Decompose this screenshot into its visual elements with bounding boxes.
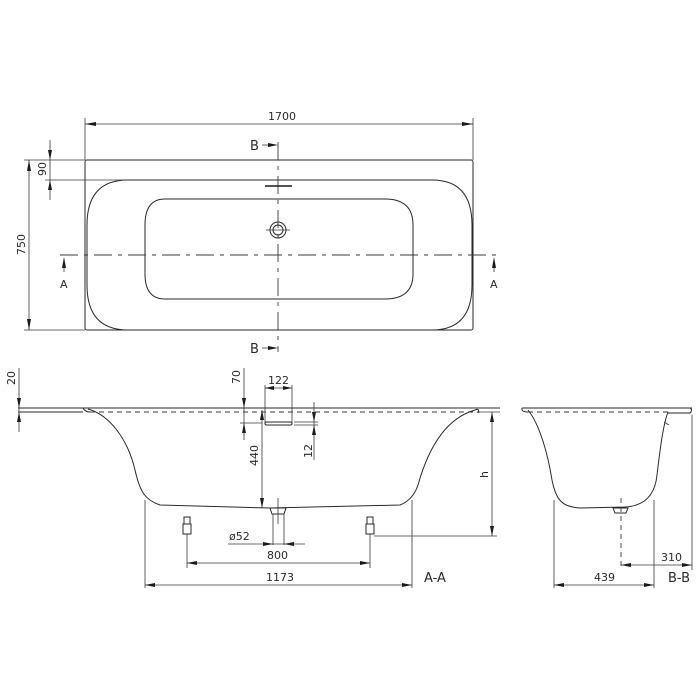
section-a-right-marker: A: [490, 278, 498, 291]
dim-base-width-label: 439: [594, 571, 615, 584]
drain-outlet-icon: [269, 498, 287, 545]
dim-depth-label: 440: [248, 445, 261, 466]
section-b-bottom-marker: B: [250, 342, 259, 357]
tub-profile-a: [87, 408, 476, 509]
drain-outlet-b-icon: [612, 507, 629, 514]
section-a-title: A-A: [424, 571, 446, 586]
dim-rim-label: 90: [36, 162, 49, 176]
dim-drain-offset-label: 310: [661, 551, 682, 564]
dim-length-label: 1700: [268, 110, 296, 123]
overflow-slot-section: [264, 421, 293, 426]
dim-overflow-offset-label: 70: [230, 370, 243, 384]
section-a-view: 20 70 122 12 440: [5, 368, 500, 588]
section-b-view: 310 439 B-B: [521, 407, 693, 588]
section-b-title: B-B: [668, 571, 690, 586]
dim-drain-diameter-label: ø52: [229, 530, 250, 543]
dim-width-label: 750: [15, 234, 28, 255]
dim-rim-thickness-label: 20: [5, 371, 18, 385]
dim-height-label: h: [478, 471, 491, 478]
section-a-left-marker: A: [60, 278, 68, 291]
adjustable-foot-left-icon: [182, 516, 192, 568]
dim-feet-spacing-label: 800: [267, 549, 288, 562]
section-b-top-marker: B: [250, 139, 259, 154]
adjustable-foot-right-icon: [365, 516, 497, 568]
tub-floor-outline: [144, 198, 414, 300]
dim-overflow-width-label: 122: [268, 374, 289, 387]
dim-base-length-label: 1173: [266, 571, 294, 584]
dim-overflow-height-label: 12: [302, 444, 315, 458]
tub-basin-outline: [86, 179, 473, 331]
top-view: 1700 750 90 A A B B: [15, 110, 500, 357]
drain-icon: [266, 221, 290, 239]
tub-profile-b: [527, 409, 669, 509]
